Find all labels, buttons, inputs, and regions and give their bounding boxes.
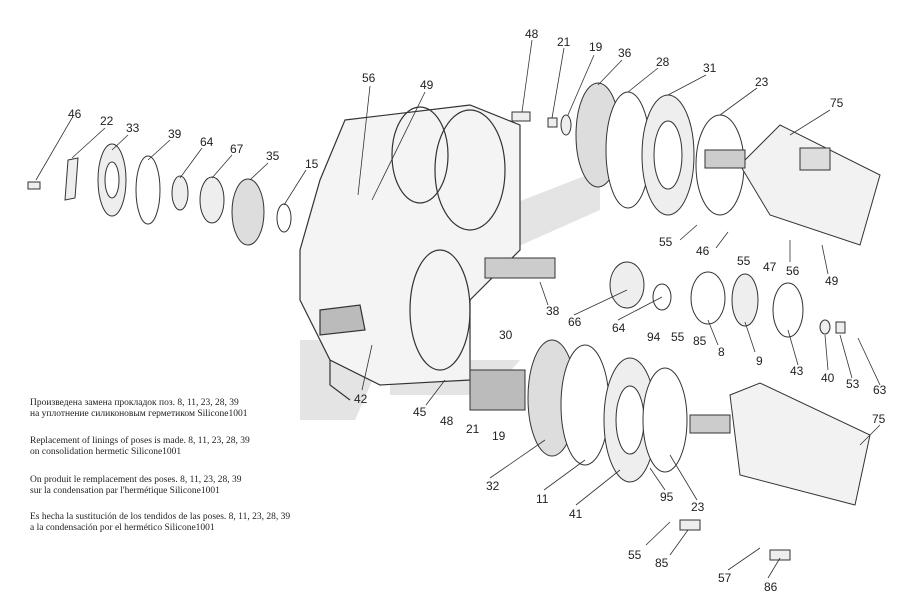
top-right-parts — [511, 82, 881, 246]
callout-43: 43 — [790, 364, 804, 378]
callout-85-bottom: 85 — [655, 556, 669, 570]
callout-63: 63 — [873, 383, 887, 397]
note-spanish-line1: Es hecha la sustitución de los tendidos … — [30, 512, 291, 522]
callout-95: 95 — [660, 490, 674, 504]
callout-8: 8 — [718, 345, 725, 359]
callout-56: 56 — [362, 71, 376, 85]
note-french-line2: sur la condensation par l'hermétique Sil… — [30, 486, 220, 496]
callout-46-lower: 46 — [696, 244, 710, 258]
callout-21-lower: 21 — [466, 422, 480, 436]
callout-42: 42 — [354, 392, 368, 406]
callout-19-lower: 19 — [492, 429, 506, 443]
callout-47: 47 — [763, 260, 777, 274]
callout-28: 28 — [656, 55, 670, 69]
callout-40: 40 — [821, 371, 835, 385]
callout-55-bottom: 55 — [628, 548, 642, 562]
leader-lines — [35, 39, 881, 579]
note-russian-line1: Произведена замена прокладок поз. 8, 11,… — [30, 398, 239, 408]
callout-36: 36 — [618, 46, 632, 60]
callout-21: 21 — [557, 35, 571, 49]
callout-48-lower: 48 — [440, 414, 454, 428]
callout-55-mid: 55 — [737, 254, 751, 268]
note-english: Replacement of linings of poses is made.… — [30, 436, 360, 458]
callout-19: 19 — [589, 40, 603, 54]
note-russian: Произведена замена прокладок поз. 8, 11,… — [30, 398, 360, 420]
callout-55: 55 — [659, 235, 673, 249]
bottom-right-parts — [469, 339, 871, 561]
callout-11: 11 — [536, 492, 549, 506]
callout-45: 45 — [413, 405, 427, 419]
callout-41: 41 — [569, 507, 583, 521]
gearbox-housing — [299, 104, 521, 401]
note-french-line1: On produit le remplacement des poses. 8,… — [30, 475, 242, 485]
note-russian-line2: на уплотнение силиконовым герметиком Sil… — [30, 409, 248, 419]
callout-32: 32 — [486, 479, 500, 493]
left-parts — [27, 143, 292, 246]
note-french: On produit le remplacement des poses. 8,… — [30, 475, 360, 497]
middle-parts — [484, 257, 846, 338]
callout-55-right: 55 — [671, 330, 685, 344]
note-english-line1: Replacement of linings of poses is made.… — [30, 436, 250, 446]
callout-85: 85 — [693, 334, 707, 348]
callout-23-lower: 23 — [691, 500, 705, 514]
callout-22: 22 — [100, 114, 114, 128]
callout-30: 30 — [499, 328, 513, 342]
callout-35: 35 — [266, 149, 280, 163]
callout-75-lower: 75 — [872, 412, 886, 426]
callout-49: 49 — [420, 78, 434, 92]
callout-9: 9 — [756, 354, 763, 368]
callout-46: 46 — [68, 107, 82, 121]
note-spanish: Es hecha la sustitución de los tendidos … — [30, 512, 360, 534]
callout-38: 38 — [546, 304, 560, 318]
callout-23: 23 — [755, 75, 769, 89]
callout-labels: 46 22 33 39 64 67 35 15 56 49 48 21 19 3… — [68, 27, 887, 594]
callout-64-lower: 64 — [612, 321, 626, 335]
callout-57: 57 — [718, 571, 732, 585]
callout-53: 53 — [846, 377, 860, 391]
callout-94: 94 — [647, 330, 661, 344]
callout-15: 15 — [305, 157, 319, 171]
callout-33: 33 — [126, 121, 140, 135]
callout-56-lower: 56 — [786, 264, 800, 278]
callout-67: 67 — [230, 142, 244, 156]
note-english-line2: on consolidation hermetic Silicone1001 — [30, 447, 182, 457]
callout-66: 66 — [568, 315, 582, 329]
note-spanish-line2: a la condensación por el hermético Silic… — [30, 523, 215, 533]
callout-86: 86 — [764, 580, 778, 594]
callout-48: 48 — [525, 27, 539, 41]
callout-49-lower: 49 — [825, 274, 839, 288]
callout-64: 64 — [200, 135, 214, 149]
callout-39: 39 — [168, 127, 182, 141]
callout-31: 31 — [703, 61, 717, 75]
callout-75: 75 — [830, 96, 844, 110]
